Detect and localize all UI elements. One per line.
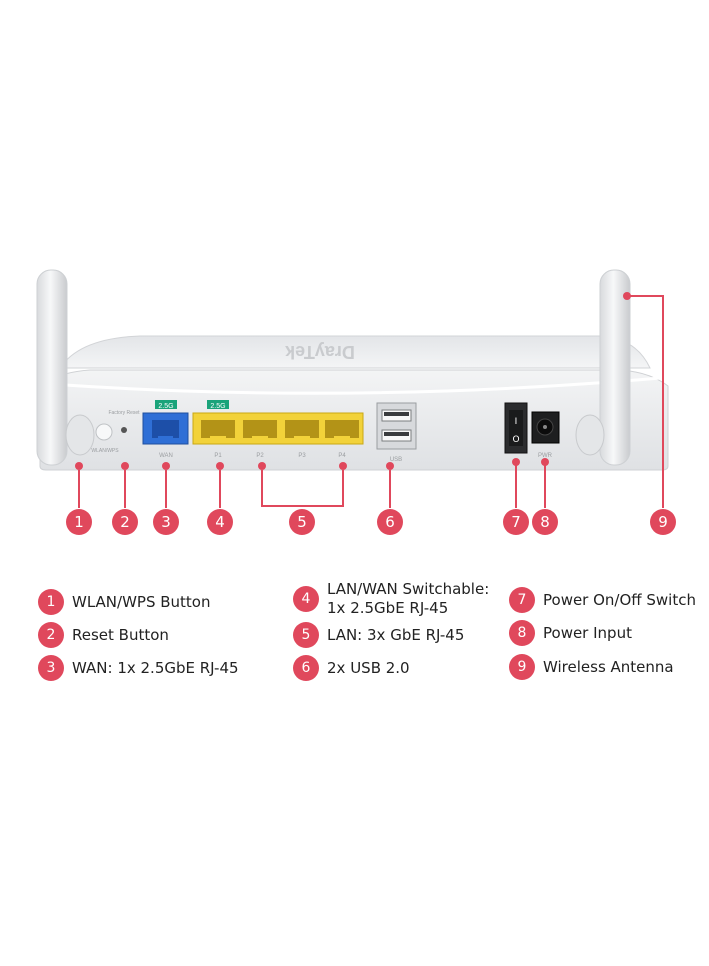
wan-label: WAN <box>159 453 173 459</box>
lan-port-p2[interactable] <box>243 420 277 441</box>
brand-logo: DrayTek <box>284 342 355 362</box>
legend-item-power-input: 8 Power Input <box>509 620 632 646</box>
callout-5: 5 <box>289 509 315 535</box>
power-switch[interactable] <box>504 402 528 454</box>
legend-num-2: 2 <box>38 622 64 648</box>
callout-6: 6 <box>377 509 403 535</box>
legend-item-power-switch: 7 Power On/Off Switch <box>509 587 696 613</box>
router-body: DrayTek <box>39 335 669 471</box>
callout-1: 1 <box>66 509 92 535</box>
legend-num-8: 8 <box>509 620 535 646</box>
callout-4: 4 <box>207 509 233 535</box>
p3-label: P3 <box>298 453 306 459</box>
legend-text-3: WAN: 1x 2.5GbE RJ-45 <box>72 658 239 677</box>
lan-port-p3[interactable] <box>285 420 319 441</box>
usb-label: USB <box>390 457 402 463</box>
lan-ports <box>192 412 364 445</box>
p2-label: P2 <box>256 453 264 459</box>
callout-lines <box>78 295 664 508</box>
legend-item-wlan-wps: 1 WLAN/WPS Button <box>38 589 210 615</box>
legend-text-9: Wireless Antenna <box>543 657 674 676</box>
legend-text-2: Reset Button <box>72 625 169 644</box>
legend-num-7: 7 <box>509 587 535 613</box>
lan-speed-badge-text: 2.5G <box>210 403 225 410</box>
wps-button[interactable] <box>95 423 113 441</box>
legend-text-8: Power Input <box>543 623 632 642</box>
p1-label: P1 <box>214 453 222 459</box>
legend-item-lan-wan: 4 LAN/WAN Switchable: 1x 2.5GbE RJ-45 <box>293 580 489 618</box>
callout-7: 7 <box>503 509 529 535</box>
lan-port-p1[interactable] <box>201 420 235 441</box>
callout-dots <box>75 292 631 470</box>
wps-label: WLAN/WPS <box>91 448 119 454</box>
lan-port-p4[interactable] <box>325 420 359 441</box>
legend-item-wan: 3 WAN: 1x 2.5GbE RJ-45 <box>38 655 239 681</box>
callout-8: 8 <box>532 509 558 535</box>
callout-9: 9 <box>650 509 676 535</box>
switch-on-mark: I <box>515 417 518 427</box>
legend-num-3: 3 <box>38 655 64 681</box>
legend-item-usb: 6 2x USB 2.0 <box>293 655 410 681</box>
lan-speed-badge <box>207 400 229 409</box>
callout-2: 2 <box>112 509 138 535</box>
legend-num-4: 4 <box>293 586 319 612</box>
legend-text-4: LAN/WAN Switchable: 1x 2.5GbE RJ-45 <box>327 580 490 617</box>
reset-button[interactable] <box>121 427 127 433</box>
legend-item-antenna: 9 Wireless Antenna <box>509 654 674 680</box>
legend-text-5: LAN: 3x GbE RJ-45 <box>327 625 465 644</box>
wan-speed-badge-text: 2.5G <box>158 403 173 410</box>
legend-num-9: 9 <box>509 654 535 680</box>
usb-ports[interactable] <box>376 402 417 450</box>
legend-num-1: 1 <box>38 589 64 615</box>
power-label: PWR <box>538 453 553 459</box>
legend-num-6: 6 <box>293 655 319 681</box>
legend-text-7: Power On/Off Switch <box>543 590 696 609</box>
legend-num-5: 5 <box>293 622 319 648</box>
p4-label: P4 <box>338 453 346 459</box>
wan-port[interactable] <box>142 412 189 445</box>
power-input[interactable] <box>531 411 560 444</box>
right-antenna <box>575 269 631 466</box>
legend-item-reset: 2 Reset Button <box>38 622 169 648</box>
switch-off-mark: O <box>512 435 519 445</box>
left-antenna <box>36 269 95 466</box>
wan-speed-badge <box>155 400 177 409</box>
factory-reset-label: Factory Reset <box>108 410 140 416</box>
legend-item-lan: 5 LAN: 3x GbE RJ-45 <box>293 622 464 648</box>
callout-3: 3 <box>153 509 179 535</box>
legend-text-1: WLAN/WPS Button <box>72 592 211 611</box>
legend-text-6: 2x USB 2.0 <box>327 658 410 677</box>
